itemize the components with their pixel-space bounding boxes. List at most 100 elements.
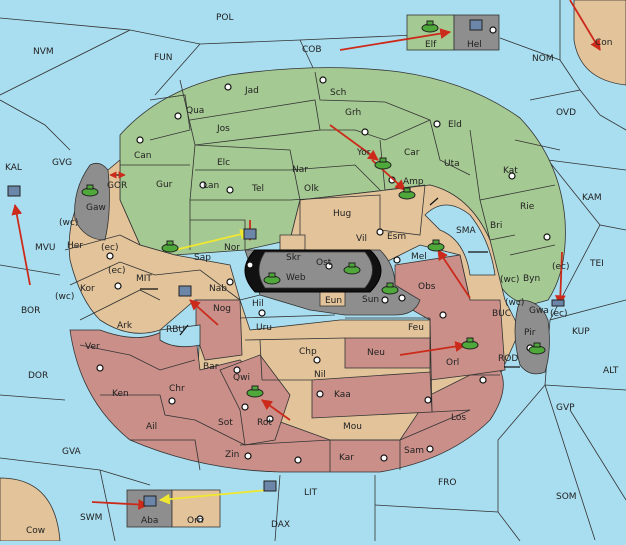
label-rbu: RBU [166,325,185,335]
province-labels: POL NVM FUN COB NOM Con OVD KAL GVG MVU … [5,13,619,536]
region-red-rot[interactable] [219,354,291,446]
label-kar: Kar [339,453,354,463]
label-gor: GOR [107,181,127,191]
label-mvu: MVU [35,243,56,253]
label-rie: Rie [520,202,535,212]
label-elf: Elf [425,40,437,50]
army-unit [81,184,99,197]
army-unit [421,20,439,33]
label-con: Con [595,38,613,48]
army-unit [374,157,392,170]
label-gva: GVA [62,447,82,457]
label-can: Can [134,151,152,161]
label-coast-wc: (wc) [505,298,524,308]
region-grey-pir[interactable] [514,299,550,375]
label-esm: Esm [387,232,406,242]
region-red-neu[interactable] [344,337,431,369]
label-rot: Rot [257,418,272,428]
army-unit [398,187,416,200]
label-kor: Kor [80,284,95,294]
label-kal: KAL [5,163,22,173]
label-ken: Ken [112,389,129,399]
fleet-unit [263,480,277,492]
label-jos: Jos [216,124,230,134]
label-tel: Tel [251,184,264,194]
label-alt: ALT [603,366,619,376]
label-dor: DOR [28,371,48,381]
label-fun: FUN [154,53,173,63]
label-kat: Kat [503,166,518,176]
label-rod: ROD [498,354,518,364]
fleet-unit [178,285,192,297]
label-vil: Vil [356,234,367,244]
label-gwa: Gwa [529,306,549,316]
label-nab: Nab [209,284,227,294]
army-unit [461,337,479,350]
label-mit: MIT [136,274,152,284]
label-nor: Nor [224,243,240,253]
province-lines [64,71,561,472]
label-nil: Nil [314,370,326,380]
label-pir: Pir [524,328,536,338]
label-olk: Olk [304,184,320,194]
label-skr: Skr [286,253,301,263]
label-hel: Hel [467,40,482,50]
label-sam: Sam [404,446,424,456]
label-gvp: GVP [556,403,575,413]
label-mou: Mou [343,422,362,432]
label-sun: Sun [362,295,379,305]
label-chp: Chp [299,347,317,357]
label-neu: Neu [367,348,385,358]
label-coast-wc: (wc) [500,275,519,285]
label-grh: Grh [345,108,361,118]
label-her: Her [67,241,83,251]
label-mel: Mel [411,252,427,262]
label-orn: Orn [187,516,203,526]
label-yor: Yor [356,148,371,158]
label-coast-wc: (wc) [59,218,78,228]
label-ovd: OVD [556,108,576,118]
army-unit [528,342,546,355]
label-coast-ec: (ec) [108,266,126,276]
orders [11,0,601,510]
region-grey-web-ost[interactable] [258,251,373,289]
label-orl: Orl [446,358,459,368]
label-sma: SMA [456,226,476,236]
label-pol: POL [216,13,234,23]
gulf-rbu [159,324,201,348]
sea-connections [109,171,520,368]
label-hug: Hug [333,209,351,219]
label-qua: Qua [186,106,204,116]
label-fro: FRO [438,478,457,488]
label-kam: KAM [582,193,602,203]
label-uru: Uru [256,323,272,333]
army-unit [343,262,361,275]
region-red-kaa[interactable] [311,371,433,419]
label-ail: Ail [146,422,157,432]
label-nvm: NVM [33,47,54,57]
label-los: Los [451,413,466,423]
label-car: Car [404,148,420,158]
label-web: Web [286,273,306,283]
label-lan: Lan [203,181,219,191]
label-jad: Jad [244,86,259,96]
label-byn: Byn [523,274,540,284]
supply-centers [96,26,551,523]
label-coast-wc: (wc) [55,292,74,302]
army-unit [246,385,264,398]
region-grey-gaw[interactable] [74,162,110,241]
label-coast-ec: (ec) [550,309,568,319]
label-ver: Ver [85,342,100,352]
label-aba: Aba [141,516,158,526]
label-ark: Ark [117,321,133,331]
label-amp: Amp [403,177,424,187]
label-feu: Feu [408,323,424,333]
label-ost: Ost [316,258,332,268]
label-elc: Elc [217,158,230,168]
label-buc: BUC [492,309,511,319]
label-bri: Bri [490,221,502,231]
label-nog: Nog [213,304,231,314]
fleet-unit [7,185,21,197]
